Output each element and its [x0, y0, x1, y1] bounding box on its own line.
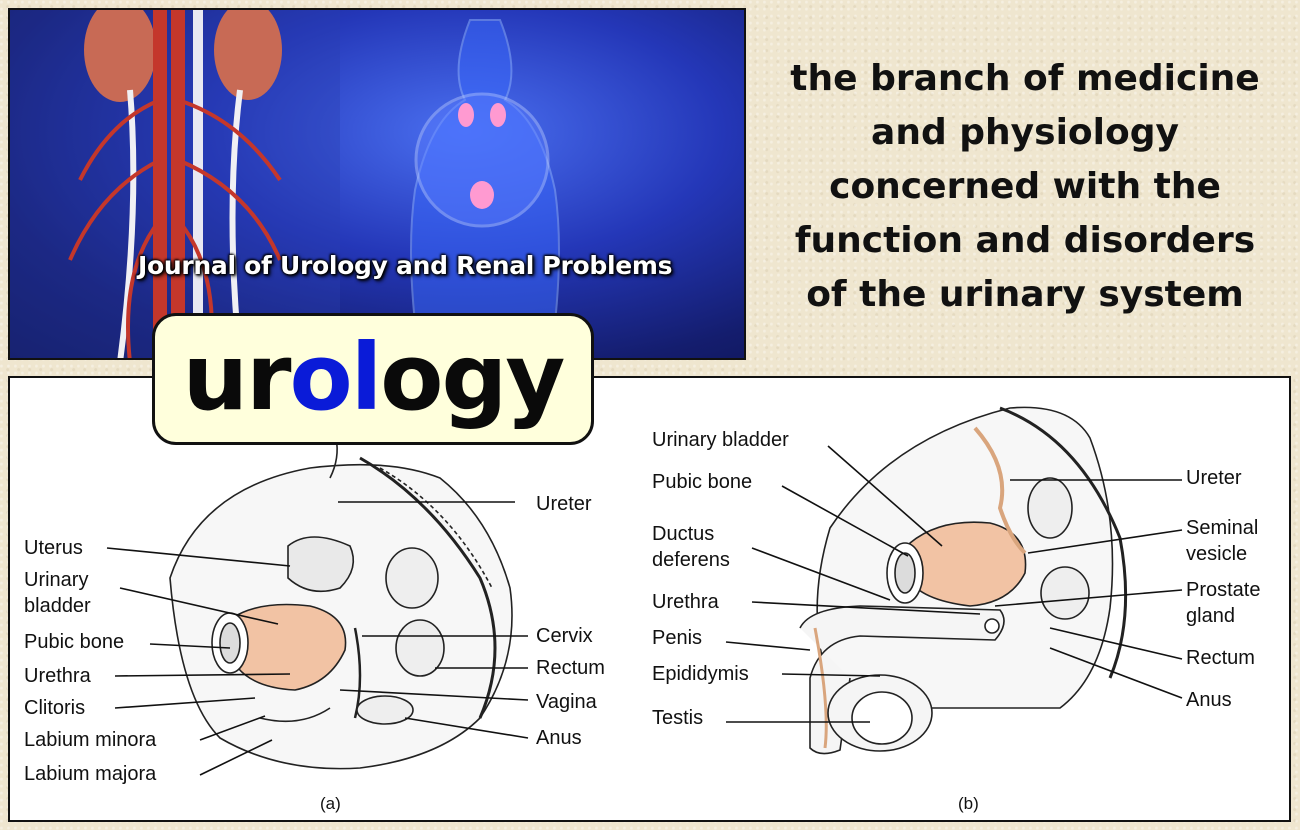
word-segment: ogy: [380, 324, 565, 431]
label-pubic-bone-a: Pubic bone: [24, 631, 125, 653]
label-cervix: Cervix: [536, 625, 593, 647]
male-pelvis-drawing: [799, 406, 1128, 755]
label-urinary-bladder-a-line2: bladder: [24, 595, 91, 617]
leader-lines-b: [725, 445, 1183, 723]
definition-line: the branch of medicine: [790, 58, 1260, 99]
urinary-anatomy-illustration: [10, 10, 560, 358]
highlight-circle: [414, 92, 550, 228]
banner-title: Journal of Urology and Renal Problems: [138, 251, 673, 280]
label-epididymis: Epididymis: [652, 663, 749, 685]
caption-b: (b): [958, 794, 979, 813]
label-ureter-a: Ureter: [536, 493, 592, 515]
left-kidney: [84, 10, 156, 102]
definition-line: of the urinary system: [806, 274, 1244, 315]
label-urinary-bladder-b: Urinary bladder: [652, 429, 789, 451]
label-ductus-deferens-line1: Ductus: [652, 523, 715, 545]
definition-line: concerned with the: [829, 166, 1221, 207]
label-seminal-vesicle-line2: vesicle: [1186, 543, 1248, 565]
definition-line: and physiology: [871, 112, 1179, 153]
label-urethra-a: Urethra: [24, 665, 91, 687]
leader-lines-a: [106, 501, 529, 776]
label-clitoris: Clitoris: [24, 697, 86, 719]
caption-a: (a): [320, 794, 341, 813]
label-urinary-bladder-a-line1: Urinary: [24, 569, 89, 591]
label-anus-a: Anus: [536, 727, 582, 749]
label-prostate-gland-line1: Prostate: [1186, 579, 1261, 601]
label-anus-b: Anus: [1186, 689, 1232, 711]
anatomy-diagram-panel: Ureter Uterus Urinary bladder Pubic bone…: [8, 376, 1291, 822]
label-ureter-b: Ureter: [1186, 467, 1242, 489]
label-pubic-bone-b: Pubic bone: [652, 471, 753, 493]
anatomy-drawings: [106, 406, 1183, 776]
word-segment-highlight: ol: [289, 324, 383, 431]
right-kidney: [214, 10, 282, 100]
word-segment: ur: [182, 324, 292, 431]
label-rectum-a: Rectum: [536, 657, 605, 679]
label-rectum-b: Rectum: [1186, 647, 1255, 669]
label-testis: Testis: [652, 707, 704, 729]
label-vagina: Vagina: [536, 691, 597, 713]
label-prostate-gland-line2: gland: [1186, 605, 1235, 627]
female-pelvis-drawing: [169, 437, 513, 770]
label-seminal-vesicle-line1: Seminal: [1186, 517, 1259, 539]
label-urethra-b: Urethra: [652, 591, 719, 613]
label-penis: Penis: [652, 627, 703, 649]
urology-word-box: urology: [152, 313, 594, 445]
label-uterus: Uterus: [24, 537, 83, 559]
label-labium-minora: Labium minora: [24, 729, 157, 751]
label-labium-majora: Labium majora: [24, 763, 157, 785]
journal-banner: Journal of Urology and Renal Problems: [8, 8, 746, 360]
definition-line: function and disorders: [794, 220, 1256, 261]
label-ductus-deferens-line2: deferens: [652, 549, 730, 571]
definition-text: the branch of medicine and physiology co…: [760, 52, 1290, 322]
